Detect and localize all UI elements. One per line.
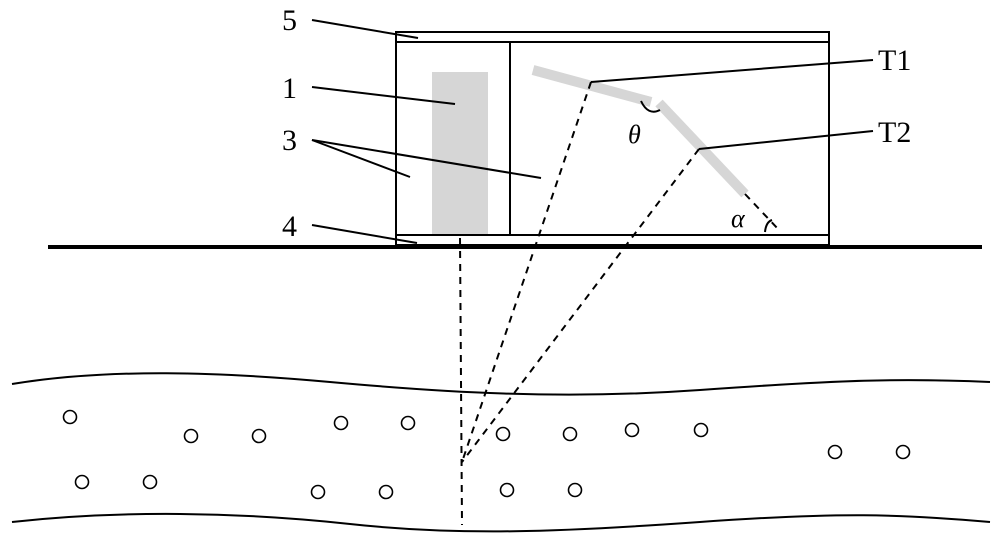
leader-3b — [311, 139, 542, 179]
particle — [400, 415, 416, 431]
label-4: 4 — [282, 210, 297, 243]
particle — [499, 482, 515, 498]
particle — [624, 422, 640, 438]
sensor-t1-bar — [531, 65, 653, 107]
leader-t2 — [698, 130, 874, 150]
particle — [74, 474, 90, 490]
device-housing — [395, 31, 830, 246]
stratum-particles — [62, 409, 911, 500]
particle — [142, 474, 158, 490]
theta-arc — [640, 100, 661, 113]
leader-5 — [311, 19, 419, 39]
particle — [693, 422, 709, 438]
particle — [562, 426, 578, 442]
component-1-block — [432, 72, 488, 234]
t2-extension-dash — [744, 193, 780, 231]
particle — [895, 444, 911, 460]
label-3: 3 — [282, 124, 297, 157]
particle — [378, 484, 394, 500]
label-5: 5 — [282, 4, 297, 37]
alpha-arc — [764, 219, 773, 233]
label-theta: θ — [628, 120, 641, 149]
leader-3a — [311, 139, 411, 178]
label-1: 1 — [282, 72, 297, 105]
particle — [310, 484, 326, 500]
particle — [567, 482, 583, 498]
ray-t2 — [461, 148, 700, 463]
particle — [495, 426, 511, 442]
particle — [251, 428, 267, 444]
stratum-top-boundary — [11, 372, 991, 396]
label-t1: T1 — [878, 44, 911, 77]
particle — [827, 444, 843, 460]
label-alpha: α — [731, 204, 746, 233]
label-t2: T2 — [878, 116, 911, 149]
particle — [183, 428, 199, 444]
leader-4 — [311, 224, 418, 244]
particle — [62, 409, 78, 425]
particle — [333, 415, 349, 431]
stratum-bottom-boundary — [11, 512, 991, 533]
leader-1 — [311, 86, 456, 105]
ray-t1 — [461, 81, 592, 463]
leader-t1 — [590, 59, 874, 83]
ray-vertical — [459, 237, 463, 526]
